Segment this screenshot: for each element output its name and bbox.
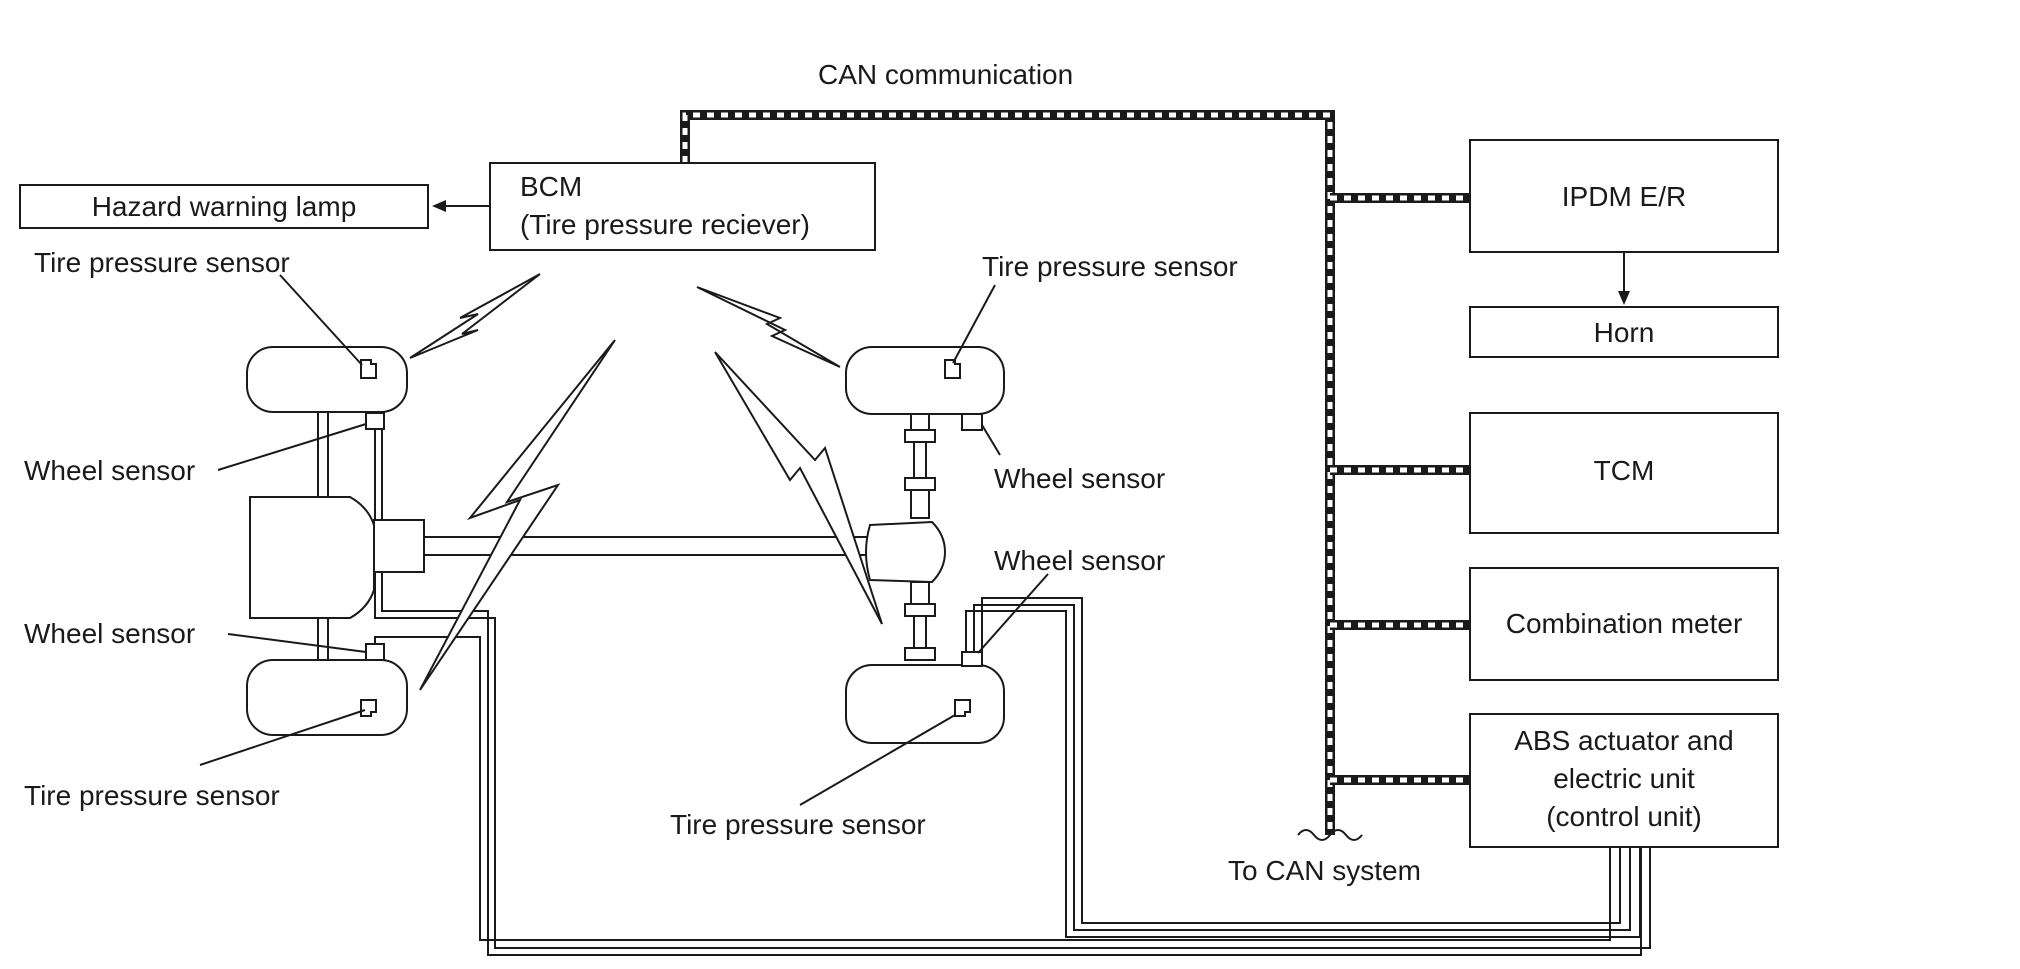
- can-communication-label: CAN communication: [818, 59, 1073, 90]
- wheel-sensor-wires: [374, 430, 1651, 956]
- leader-lines: [199, 274, 1049, 806]
- tcm-box: TCM: [1469, 412, 1779, 534]
- tire-pressure-sensor-front-left-label: Tire pressure sensor: [34, 247, 290, 278]
- can-bus: [680, 110, 1470, 841]
- horn-label: Horn: [1594, 317, 1655, 348]
- hazard-lamp-label: Hazard warning lamp: [92, 191, 357, 222]
- ipdm-to-horn-arrow: [1618, 252, 1630, 305]
- wheel-sensor-front-right-label: Wheel sensor: [994, 463, 1165, 494]
- tire-pressure-sensor-front-right-label: Tire pressure sensor: [982, 251, 1238, 282]
- bcm-sublabel: (Tire pressure reciever): [520, 209, 810, 240]
- wheel-sensor-rear-left-label: Wheel sensor: [24, 618, 195, 649]
- tire-pressure-sensor-rear-right-label: Tire pressure sensor: [670, 809, 926, 840]
- ipdm-label: IPDM E/R: [1562, 181, 1686, 212]
- wheel-sensor-front-left-label: Wheel sensor: [24, 455, 195, 486]
- tcm-label: TCM: [1594, 455, 1655, 486]
- ipdm-box: IPDM E/R: [1469, 139, 1779, 253]
- hazard-lamp-box: Hazard warning lamp: [19, 184, 429, 229]
- tire-pressure-sensor-rear-left-label: Tire pressure sensor: [24, 780, 280, 811]
- abs-label-line3: (control unit): [1546, 801, 1702, 832]
- chassis-left: [246, 346, 870, 736]
- abs-unit-box: ABS actuator and electric unit (control …: [1469, 713, 1779, 848]
- chassis-right: [845, 346, 1005, 744]
- abs-label-line2: electric unit: [1553, 763, 1695, 794]
- horn-box: Horn: [1469, 306, 1779, 358]
- to-can-system-label: To CAN system: [1228, 855, 1421, 886]
- combination-meter-box: Combination meter: [1469, 567, 1779, 681]
- combination-meter-label: Combination meter: [1506, 608, 1743, 639]
- bcm-label: BCM: [520, 171, 582, 202]
- bcm-to-hazard-arrow: [432, 200, 490, 212]
- tire-pressure-sensor-icons: [360, 359, 971, 717]
- bcm-box: BCM (Tire pressure reciever): [489, 162, 876, 251]
- wheel-sensor-rear-right-label: Wheel sensor: [994, 545, 1165, 576]
- abs-label-line1: ABS actuator and: [1514, 725, 1733, 756]
- radio-signal-bolts: [409, 273, 883, 691]
